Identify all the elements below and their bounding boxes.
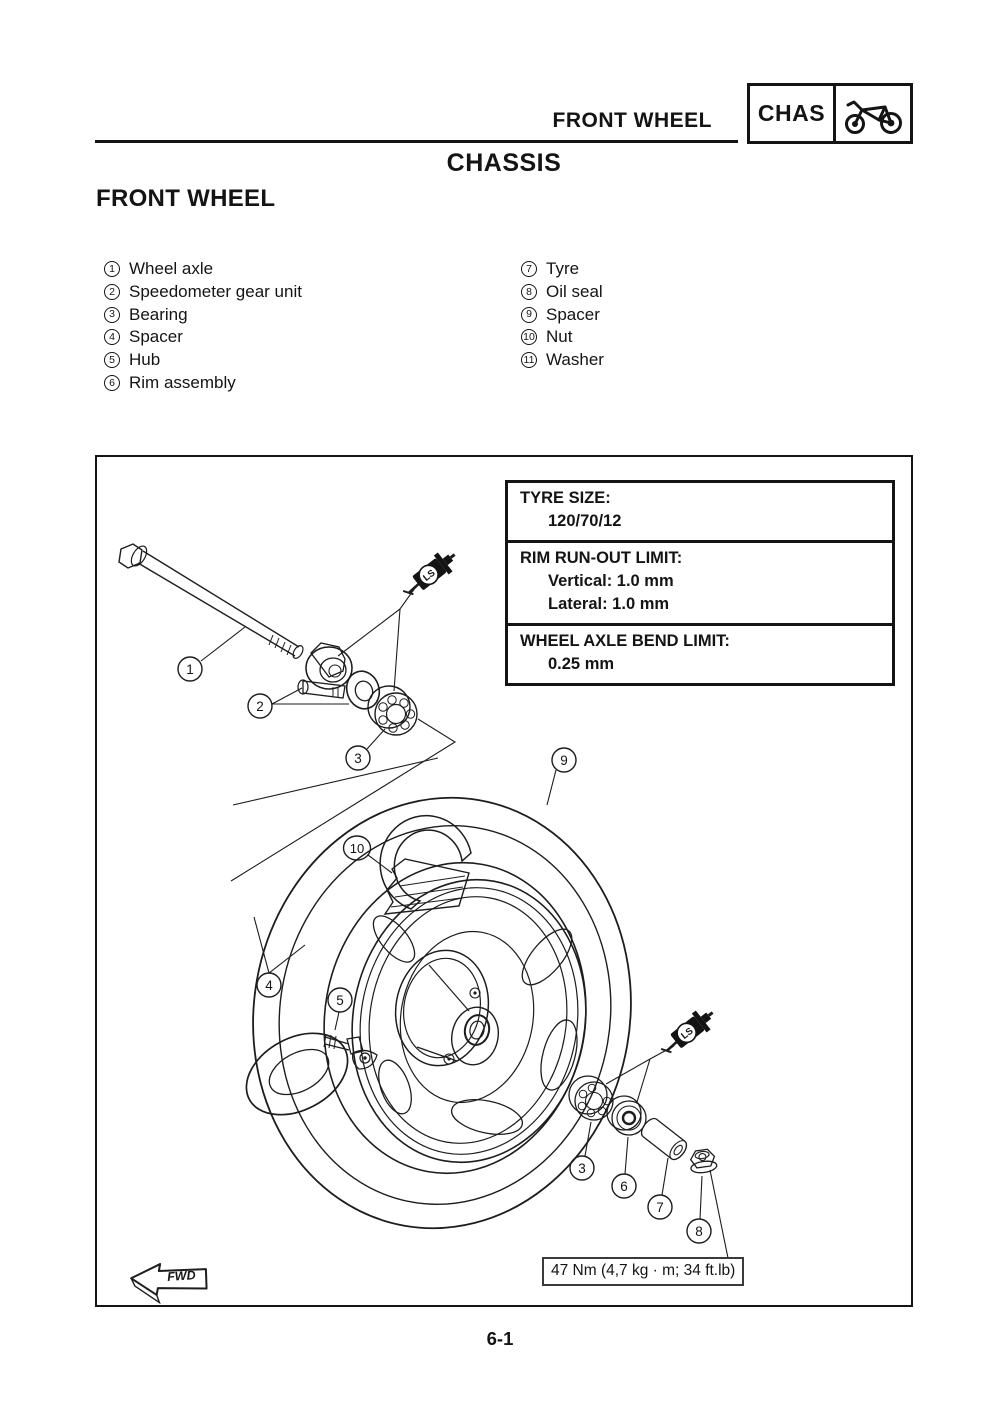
parts-list-left: 1 Wheel axle 2 Speedometer gear unit 3 Bear… [104,258,302,394]
callout-3: 3 [345,745,371,771]
list-item: 11 Washer [521,349,604,372]
svg-text:3: 3 [578,1161,586,1176]
list-item: 3 Bearing [104,303,302,326]
part-label: Tyre [546,259,580,279]
callout-10: 10 [342,835,372,861]
list-item: 6 Rim assembly [104,371,302,394]
part-number: 3 [104,306,120,323]
part-label: Wheel axle [129,259,214,279]
part-number: 2 [104,284,120,301]
spec-value: 120/70/12 [548,512,622,530]
part-number: 5 [104,352,120,369]
spec-box-tyre-size: TYRE SIZE: 120/70/12 [505,480,895,543]
callout-8: 8 [686,1218,712,1244]
callout-2: 2 [247,693,273,719]
chapter-tab-divider [833,86,836,141]
part-number: 4 [104,329,120,346]
part-number: 9 [521,306,537,323]
list-item: 2 Speedometer gear unit [104,281,302,304]
header-section-title: FRONT WHEEL [552,109,712,132]
callout-4: 4 [256,972,282,998]
list-item: 1 Wheel axle [104,258,302,281]
spec-title: RIM RUN-OUT LIMIT: [520,549,683,567]
motorcycle-icon [836,86,910,141]
part-label: Oil seal [546,282,603,302]
part-label: Spacer [129,327,183,347]
part-label: Hub [129,350,161,370]
spec-box-rim-runout: RIM RUN-OUT LIMIT: Vertical: 1.0 mm Late… [505,540,895,626]
chapter-tab: CHAS [747,83,913,144]
svg-text:6: 6 [620,1179,628,1194]
part-label: Washer [546,350,604,370]
spec-value: Lateral: 1.0 mm [548,595,670,613]
callout-6: 6 [611,1173,637,1199]
svg-text:FWD: FWD [167,1268,196,1284]
part-number: 6 [104,374,120,391]
part-label: Nut [546,327,573,347]
part-number: 7 [521,261,537,278]
list-item: 8 Oil seal [521,281,604,304]
svg-text:2: 2 [256,699,264,714]
svg-text:5: 5 [336,993,344,1008]
fwd-arrow-icon: FWD [130,1263,208,1304]
part-label: Rim assembly [129,372,236,392]
torque-spec: 47 Nm (4,7 kg · m; 34 ft.lb) [542,1257,745,1286]
svg-text:8: 8 [695,1224,703,1239]
spec-box-axle-bend: WHEEL AXLE BEND LIMIT: 0.25 mm [505,623,895,686]
spec-title: WHEEL AXLE BEND LIMIT: [520,632,730,650]
list-item: 4 Spacer [104,326,302,349]
svg-text:10: 10 [350,841,364,856]
part-number: 10 [521,329,537,346]
page-heading: FRONT WHEEL [96,185,276,212]
callout-7: 7 [647,1194,673,1220]
parts-list-right: 7 Tyre 8 Oil seal 9 Spacer 10 Nut 11 Washer [521,258,604,371]
spec-value: Vertical: 1.0 mm [548,572,674,590]
callout-1: 1 [177,656,203,682]
list-item: 5 Hub [104,349,302,372]
exploded-diagram: LS LS [118,543,729,1304]
callout-5: 5 [327,987,353,1013]
part-number: 8 [521,284,537,301]
grease-ls-icon: LS [402,552,456,596]
exploded-view-frame: LS LS [95,455,913,1307]
grease-ls-icon: LS [660,1010,714,1054]
callout-3b: 3 [569,1155,595,1181]
part-label: Spacer [546,304,600,324]
spec-value: 0.25 mm [548,655,615,673]
svg-text:3: 3 [354,751,362,766]
part-label: Bearing [129,304,188,324]
spec-boxes: TYRE SIZE: 120/70/12 RIM RUN-OUT LIMIT: … [505,480,895,686]
svg-text:7: 7 [656,1200,664,1215]
part-number: 11 [521,352,537,369]
chapter-title: CHASSIS [446,149,562,177]
svg-text:1: 1 [186,662,194,677]
callout-9: 9 [551,747,577,773]
svg-text:4: 4 [265,978,273,993]
chapter-code: CHAS [757,100,826,126]
page-number: 6-1 [486,1328,514,1349]
part-number: 1 [104,261,120,278]
header-rule [95,140,738,143]
list-item: 9 Spacer [521,303,604,326]
list-item: 7 Tyre [521,258,604,281]
part-label: Speedometer gear unit [129,282,302,302]
svg-text:9: 9 [560,753,568,768]
list-item: 10 Nut [521,326,604,349]
spec-title: TYRE SIZE: [520,489,611,507]
